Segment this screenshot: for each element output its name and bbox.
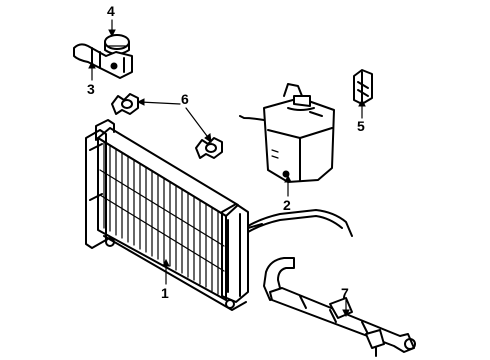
radiator <box>85 119 263 311</box>
callout-3: 3 <box>87 81 95 97</box>
callout-leaders <box>88 19 366 318</box>
radiator-core-fins <box>99 141 225 295</box>
mount-bracket-upper <box>111 93 139 115</box>
callout-1: 1 <box>161 285 169 301</box>
coolant-reservoir <box>239 83 335 183</box>
overflow-hose <box>247 209 353 237</box>
upper-hose <box>73 43 133 79</box>
mount-bracket-lower <box>195 137 223 159</box>
callout-5: 5 <box>357 118 365 134</box>
callout-6: 6 <box>181 91 189 107</box>
callout-7: 7 <box>341 285 349 301</box>
callout-labels: 4 3 6 5 2 1 7 <box>87 3 365 301</box>
radiator-cap <box>104 34 130 55</box>
callout-2: 2 <box>283 197 291 213</box>
bracket-clip <box>353 69 373 105</box>
lower-hose <box>263 257 416 357</box>
callout-4: 4 <box>107 3 115 19</box>
